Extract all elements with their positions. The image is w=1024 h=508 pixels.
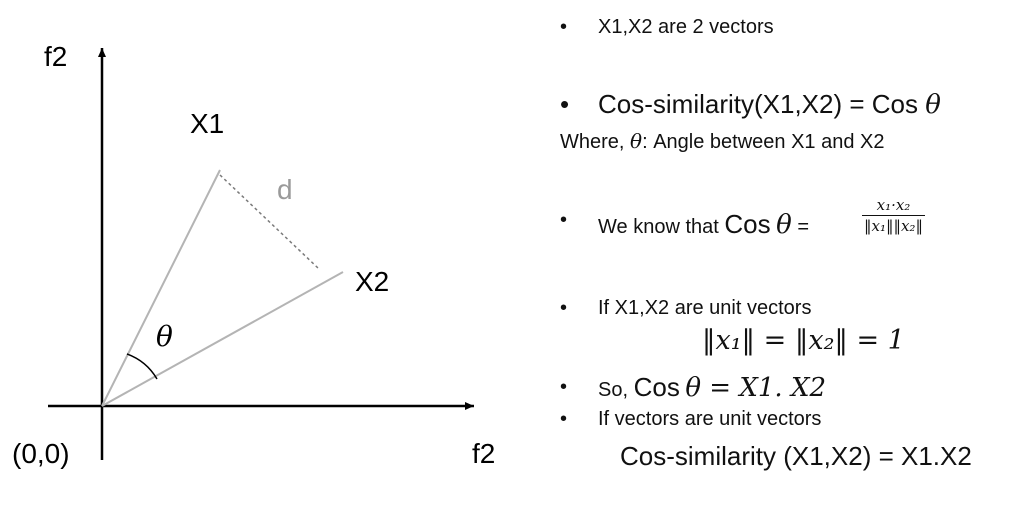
where-suffix: : Angle between X1 and X2 xyxy=(642,131,885,153)
vector-x1 xyxy=(101,169,221,407)
so-equation: = X1. X2 xyxy=(701,373,826,403)
two-vectors-text: X1,X2 are 2 vectors xyxy=(598,16,774,38)
cos-similarity-text: Cos-similarity(X1,X2) = Cos xyxy=(598,89,926,119)
fraction-denominator: ‖x₁‖‖x₂‖ xyxy=(864,217,923,235)
angle-label: θ xyxy=(156,320,173,353)
bullet-if-unit: • If vectors are unit vectors xyxy=(560,408,821,431)
where-line: Where, θ: Angle between X1 and X2 xyxy=(560,129,884,154)
cos-word: Cos xyxy=(724,209,771,239)
we-know-text: We know that xyxy=(598,216,725,238)
theta-symbol: θ xyxy=(776,210,792,240)
theta-symbol: θ xyxy=(685,373,702,403)
vector-x2 xyxy=(101,271,344,407)
distance-line xyxy=(219,174,319,269)
vector-diagram: f2 f2 (0,0) X1 X2 d θ xyxy=(12,41,495,469)
bullet-two-vectors: • X1,X2 are 2 vectors xyxy=(560,16,774,39)
notes-panel: • X1,X2 are 2 vectors • Cos-similarity(X… xyxy=(560,0,1020,508)
x-axis-label: f2 xyxy=(472,438,495,469)
where-prefix: Where, xyxy=(560,131,631,153)
bullet-dot: • xyxy=(560,16,568,38)
so-prefix: So, xyxy=(598,379,634,401)
bullet-dot: • xyxy=(560,209,568,231)
final-statement: Cos-similarity (X1,X2) = X1.X2 xyxy=(620,441,972,471)
cos-word: Cos xyxy=(633,372,680,402)
bullet-dot: • xyxy=(560,89,570,119)
vector-x1-label: X1 xyxy=(190,108,224,139)
theta-symbol: θ xyxy=(630,129,643,153)
cosine-fraction: x₁·x₂ ‖x₁‖‖x₂‖ xyxy=(862,195,925,236)
angle-arc xyxy=(126,353,158,380)
bullet-dot: • xyxy=(560,297,568,319)
unit-vectors-text: If X1,X2 are unit vectors xyxy=(598,297,812,319)
if-unit-text: If vectors are unit vectors xyxy=(598,408,822,430)
origin-label: (0,0) xyxy=(12,438,70,469)
bullet-cos-similarity: • Cos-similarity(X1,X2) = Cos θ xyxy=(560,89,941,120)
distance-label: d xyxy=(277,174,293,205)
bullet-so: • So, Cos θ = X1. X2 xyxy=(560,372,826,403)
y-axis-label: f2 xyxy=(44,41,67,72)
bullet-unit-vectors: • If X1,X2 are unit vectors xyxy=(560,297,811,320)
bullet-dot: • xyxy=(560,408,568,430)
theta-symbol: θ xyxy=(925,90,941,120)
equals-sign: = xyxy=(791,216,810,238)
unit-norm-equation: ‖x₁‖ = ‖x₂‖ = 1 xyxy=(702,325,905,356)
vector-x2-label: X2 xyxy=(355,266,389,297)
fraction-numerator: x₁·x₂ xyxy=(862,195,925,216)
bullet-dot: • xyxy=(560,376,568,398)
